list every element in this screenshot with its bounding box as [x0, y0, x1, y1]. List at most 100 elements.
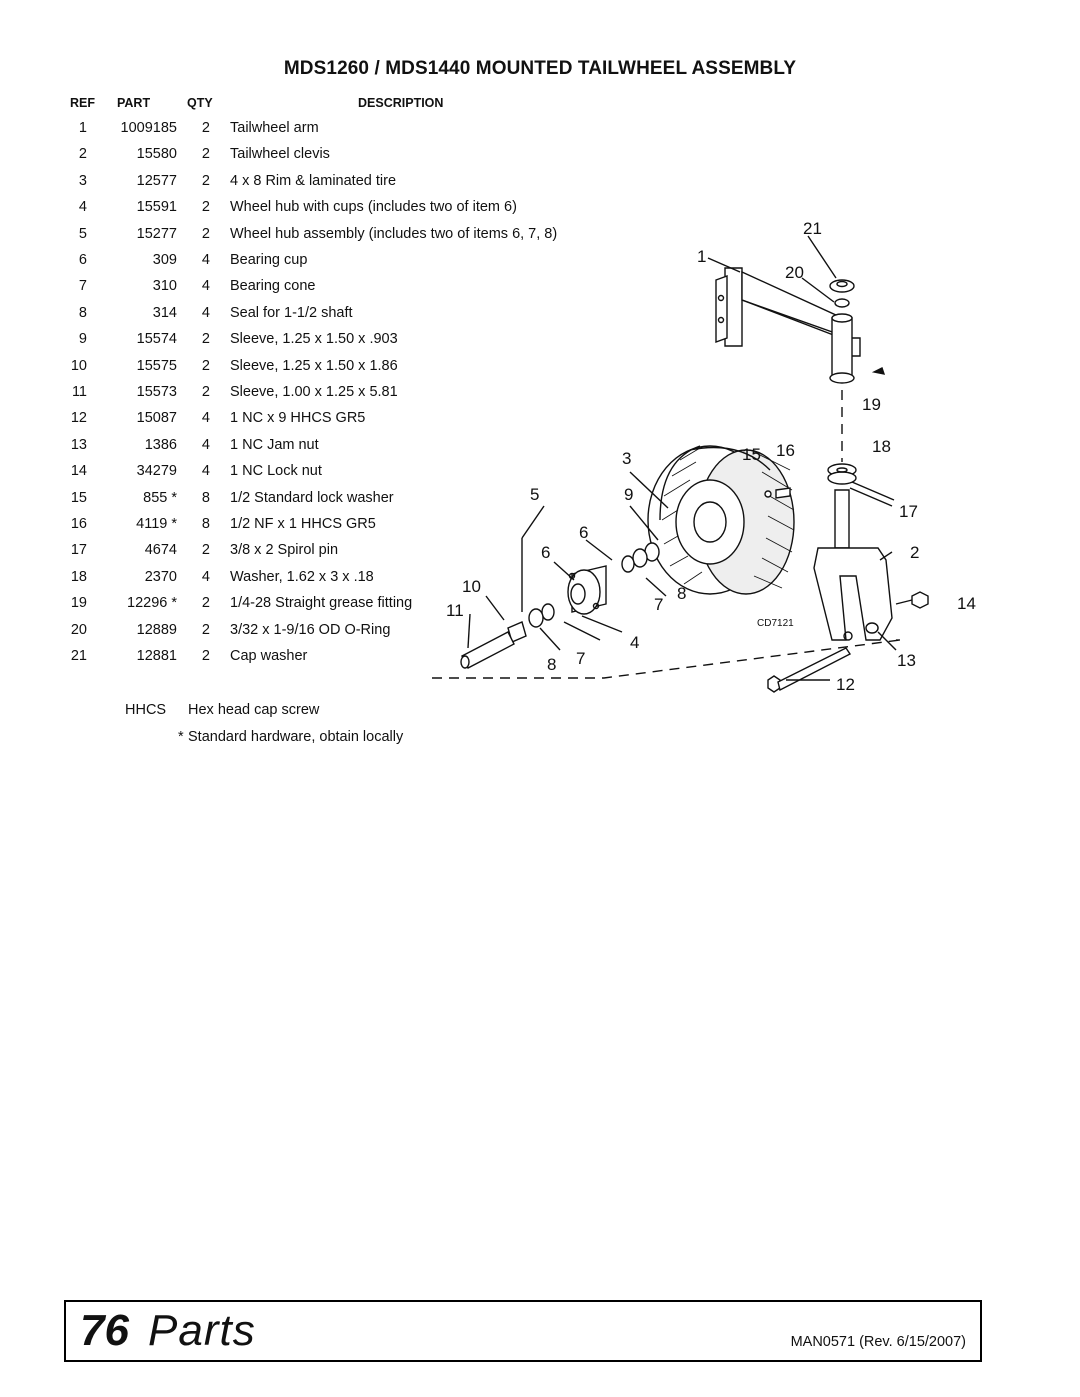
row-description: 4 x 8 Rim & laminated tire — [230, 172, 397, 189]
header-ref: REF — [70, 96, 95, 110]
legend-hhcs-text: Hex head cap screw — [188, 702, 320, 718]
callout-17: 17 — [899, 502, 918, 521]
row-ref: 13 — [70, 436, 87, 453]
row-part: 309 — [152, 252, 177, 268]
callout-18: 18 — [872, 437, 891, 456]
header-qty: QTY — [187, 96, 213, 110]
row-part: 310 — [152, 278, 177, 295]
row-part: 1009185 — [120, 120, 177, 136]
row-ref: 14 — [70, 463, 87, 480]
callout-3: 3 — [622, 449, 631, 468]
legend-star-text: Standard hardware, obtain locally — [188, 729, 404, 745]
row-ref: 12 — [70, 410, 87, 427]
row-qty: 2 — [201, 384, 210, 400]
callout-19: 19 — [862, 395, 881, 414]
row-qty: 4 — [201, 252, 210, 268]
legend-hhcs-key: HHCS — [125, 702, 167, 718]
row-description: 1/4-28 Straight grease fitting — [230, 595, 413, 612]
page-footer: 76 Parts MAN0571 (Rev. 6/15/2007) — [64, 1300, 982, 1362]
row-description: Wheel hub assembly (includes two of item… — [230, 225, 558, 242]
row-ref: 15 — [70, 489, 87, 506]
row-part: 314 — [152, 304, 177, 321]
page-number: 76 — [80, 1306, 129, 1355]
callout-2: 2 — [910, 543, 919, 562]
clevis-drawing — [813, 489, 893, 641]
header-description: DESCRIPTION — [358, 96, 444, 110]
row-ref: 1 — [78, 120, 87, 136]
row-description: 1 NC Lock nut — [230, 463, 322, 480]
row-description: Washer, 1.62 x 3 x .18 — [230, 568, 374, 585]
row-part: 15087 — [136, 410, 177, 427]
row-qty: 2 — [201, 595, 210, 612]
row-ref: 20 — [70, 621, 87, 638]
row-qty: 2 — [201, 120, 210, 136]
callout-12: 12 — [836, 675, 855, 694]
row-part: 15580 — [136, 146, 177, 163]
table-row: 8 314 4 Seal for 1-1/2 shaft — [0, 305, 600, 331]
table-row: 2 15580 2 Tailwheel clevis — [0, 146, 600, 172]
row-ref: 17 — [70, 542, 87, 559]
row-description: 1/2 NF x 1 HHCS GR5 — [230, 516, 376, 532]
row-description: Tailwheel clevis — [230, 146, 330, 163]
callout-8b: 8 — [547, 655, 556, 674]
row-ref: 11 — [71, 384, 87, 400]
callout-20: 20 — [785, 263, 804, 282]
row-part: 2370 — [144, 568, 177, 585]
drawing-id: CD7121 — [757, 618, 794, 629]
row-description: 3/32 x 1-9/16 OD O-Ring — [230, 621, 391, 638]
header-part: PART — [117, 96, 151, 110]
row-part: 15573 — [136, 384, 177, 400]
cap-washer-drawing — [829, 279, 855, 308]
exploded-parts-diagram: 21 1 20 19 18 3 15 16 5 9 17 6 2 6 10 8 … — [432, 219, 976, 694]
tire-drawing — [647, 445, 795, 595]
row-part: 1386 — [144, 436, 177, 453]
row-qty: 8 — [201, 489, 210, 506]
legend-star-key: * — [178, 729, 184, 745]
row-ref: 7 — [78, 278, 87, 295]
row-qty: 2 — [201, 357, 210, 374]
row-ref: 8 — [78, 304, 87, 321]
row-description: Bearing cone — [230, 278, 316, 295]
row-qty: 4 — [201, 436, 210, 453]
row-qty: 2 — [201, 146, 210, 163]
callout-16: 16 — [776, 441, 795, 460]
row-qty: 4 — [201, 463, 210, 480]
callout-6a: 6 — [579, 523, 588, 542]
row-ref: 9 — [78, 331, 87, 348]
row-qty: 4 — [201, 304, 210, 321]
callout-4: 4 — [630, 633, 639, 652]
callout-9: 9 — [624, 485, 633, 504]
callout-8a: 8 — [677, 584, 686, 603]
callout-6b: 6 — [541, 543, 550, 562]
row-description: 1/2 Standard lock washer — [230, 489, 394, 506]
callout-1: 1 — [697, 247, 706, 266]
row-qty: 4 — [201, 410, 210, 427]
row-part: 855 * — [143, 489, 177, 506]
row-ref: 10 — [70, 357, 87, 374]
callout-21: 21 — [803, 219, 822, 238]
callout-7a: 7 — [654, 595, 663, 614]
callout-14: 14 — [957, 594, 976, 613]
row-part: 15277 — [136, 225, 177, 242]
row-qty: 2 — [201, 225, 210, 242]
row-qty: 2 — [201, 621, 210, 638]
row-ref: 2 — [78, 146, 87, 163]
row-part: 15575 — [136, 357, 177, 374]
callout-13: 13 — [897, 651, 916, 670]
row-part: 15574 — [136, 331, 177, 348]
row-part: 15591 — [136, 199, 177, 216]
row-qty: 4 — [201, 278, 210, 295]
row-part: 12577 — [136, 172, 177, 189]
row-description: Seal for 1-1/2 shaft — [230, 304, 353, 321]
row-ref: 4 — [78, 199, 87, 216]
